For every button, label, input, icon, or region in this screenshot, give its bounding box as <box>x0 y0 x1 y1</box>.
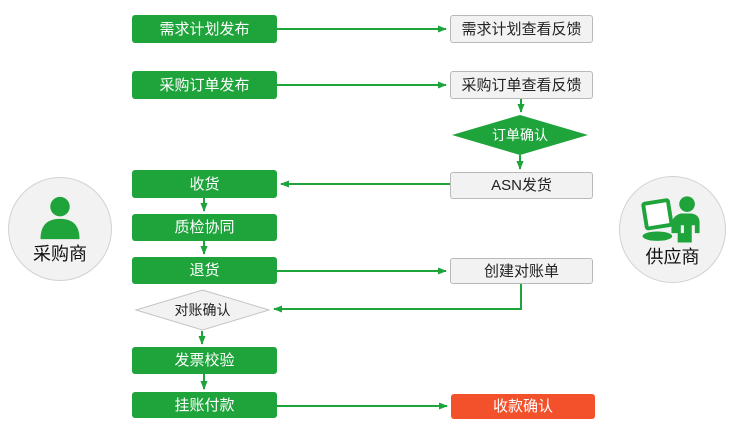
node-po-feedback: 采购订单查看反馈 <box>450 71 593 99</box>
actor-buyer: 采购商 <box>8 177 112 281</box>
node-label: 收货 <box>189 175 220 193</box>
decision-statement-confirm: 对账确认 <box>135 289 270 331</box>
node-label: 需求计划发布 <box>159 20 250 38</box>
node-create-statement: 创建对账单 <box>450 258 593 284</box>
node-label: 挂账付款 <box>174 396 235 414</box>
node-invoice-check: 发票校验 <box>132 347 277 374</box>
node-demand-plan-publish: 需求计划发布 <box>132 15 277 43</box>
node-label: 采购订单查看反馈 <box>461 76 582 94</box>
actor-label: 采购商 <box>33 244 87 264</box>
node-label: 创建对账单 <box>483 262 559 280</box>
diamond-shape <box>135 289 270 331</box>
node-asn-ship: ASN发货 <box>450 172 593 199</box>
node-label: 退货 <box>189 262 220 279</box>
node-label: 采购订单发布 <box>159 76 250 94</box>
node-return-goods: 退货 <box>132 257 277 284</box>
node-demand-plan-feedback: 需求计划查看反馈 <box>450 15 593 43</box>
node-receive-goods: 收货 <box>132 170 277 198</box>
buyer-person-icon <box>40 196 80 240</box>
node-label: ASN发货 <box>491 177 552 194</box>
node-quality-collab: 质检协同 <box>132 214 277 241</box>
decision-label: 对账确认 <box>174 302 231 318</box>
decision-order-confirm: 订单确认 <box>452 115 588 155</box>
node-receipt-confirm: 收款确认 <box>451 394 595 419</box>
node-label: 需求计划查看反馈 <box>461 20 582 38</box>
decision-label: 订单确认 <box>492 127 548 143</box>
node-label: 发票校验 <box>174 352 235 369</box>
node-label: 质检协同 <box>174 219 235 236</box>
actor-supplier: 供应商 <box>619 176 726 283</box>
actor-label: 供应商 <box>645 246 700 267</box>
node-payment-on-account: 挂账付款 <box>132 392 277 418</box>
node-po-publish: 采购订单发布 <box>132 71 277 99</box>
arrow-statement-to-confirm <box>273 284 522 313</box>
supplier-laptop-icon <box>640 195 700 242</box>
node-label: 收款确认 <box>492 398 553 415</box>
diamond-shape <box>452 115 588 155</box>
